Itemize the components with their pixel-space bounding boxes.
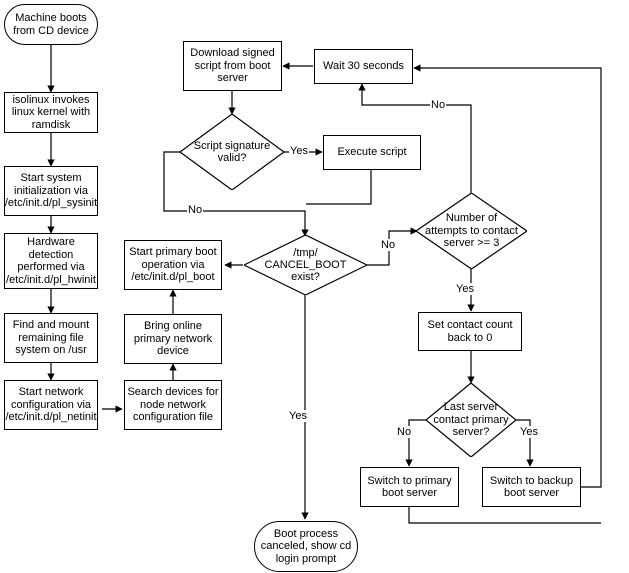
node-netinit: Start network configuration via /etc/ini…	[4, 380, 98, 430]
node-isolinux: isolinux invokes linux kernel with ramdi…	[4, 92, 98, 133]
node-bring-online: Bring online primary network device	[124, 314, 222, 364]
node-pl-boot-label: Start primary boot operation via /etc/in…	[129, 246, 217, 284]
node-switch-backup-label: Switch to backup boot server	[489, 474, 574, 500]
node-attempts-ge-3-label: Number of attempts to contact server >= …	[425, 212, 518, 250]
node-boot-canceled-label: Boot process canceled, show cd login pro…	[260, 527, 352, 565]
node-sysinit-label: Start system initialization via /etc/ini…	[4, 172, 98, 210]
node-mount-usr-label: Find and mount remaining file system on …	[12, 319, 90, 357]
edge-label-cancel-no: No	[380, 239, 397, 251]
node-search-devices-label: Search devices for node network configur…	[127, 386, 219, 424]
node-script-signature-valid-label: Script signature valid?	[193, 139, 271, 165]
node-last-server-primary-label: Last server contact primary server?	[433, 401, 509, 439]
node-netinit-label: Start network configuration via /etc/ini…	[5, 386, 97, 424]
node-mount-usr: Find and mount remaining file system on …	[4, 313, 98, 363]
node-set-contact-count: Set contact count back to 0	[418, 312, 522, 351]
node-set-contact-count-label: Set contact count back to 0	[427, 319, 513, 344]
node-pl-boot: Start primary boot operation via /etc/in…	[124, 240, 222, 290]
edge-label-last-no: No	[396, 426, 413, 438]
node-isolinux-label: isolinux invokes linux kernel with ramdi…	[11, 93, 91, 131]
node-attempts-ge-3: Number of attempts to contact server >= …	[416, 193, 527, 269]
node-search-devices: Search devices for node network configur…	[124, 380, 222, 430]
node-switch-primary: Switch to primary boot server	[360, 467, 459, 507]
node-last-server-primary: Last server contact primary server?	[426, 383, 516, 457]
diamond-shape-attempts	[416, 193, 527, 269]
node-machine-boots-label: Machine boots from CD device	[13, 12, 89, 37]
node-wait-30: Wait 30 seconds	[314, 49, 413, 84]
node-execute-script-label: Execute script	[337, 146, 407, 159]
node-hwinit: Hardware detection performed via /etc/in…	[4, 233, 98, 289]
node-cancel-boot-exists: /tmp/ CANCEL_BOOT exist?	[244, 235, 367, 295]
edge-label-last-yes: Yes	[519, 426, 539, 438]
diamond-shape-script-signature	[180, 114, 284, 190]
edge-switchprimary-return	[408, 507, 601, 524]
node-script-signature-valid: Script signature valid?	[180, 114, 284, 190]
edge-label-sig-no: No	[187, 204, 204, 216]
edge-lastserver-no-switchprimary	[405, 419, 427, 467]
edge-lastserver-yes-switchbackup	[515, 419, 534, 467]
edge-execute-join	[306, 170, 372, 205]
node-execute-script: Execute script	[323, 135, 421, 170]
edge-label-sig-yes: Yes	[289, 145, 309, 157]
edge-sigvalid-no-cancel	[163, 151, 309, 237]
node-bring-online-label: Bring online primary network device	[133, 320, 213, 358]
node-boot-canceled: Boot process canceled, show cd login pro…	[254, 521, 358, 572]
edge-attempts-no-wait	[358, 83, 472, 194]
node-switch-backup: Switch to backup boot server	[482, 467, 581, 507]
edge-label-attempts-no: No	[430, 99, 447, 111]
node-download-script: Download signed script from boot server	[183, 41, 282, 91]
edge-switchbackup-return	[413, 64, 602, 488]
node-sysinit: Start system initialization via /etc/ini…	[4, 166, 98, 216]
node-switch-primary-label: Switch to primary boot server	[367, 474, 452, 500]
node-wait-30-label: Wait 30 seconds	[323, 60, 404, 73]
node-hwinit-label: Hardware detection performed via /etc/in…	[6, 236, 96, 286]
node-cancel-boot-exists-label: /tmp/ CANCEL_BOOT exist?	[264, 247, 347, 283]
node-download-script-label: Download signed script from boot server	[190, 47, 275, 85]
diamond-shape-cancel-boot	[244, 235, 367, 295]
edge-label-attempts-yes: Yes	[455, 283, 475, 295]
diamond-shape-last-server	[426, 383, 516, 457]
edge-label-cancel-yes: Yes	[288, 410, 308, 422]
node-machine-boots: Machine boots from CD device	[4, 4, 98, 45]
